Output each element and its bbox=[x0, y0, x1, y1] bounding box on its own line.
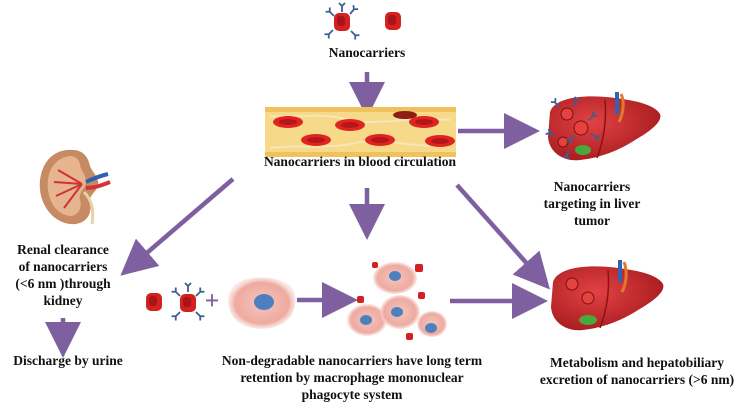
label-renal-line1: Renal clearance bbox=[17, 242, 109, 257]
label-blood-circulation: Nanocarriers in blood circulation bbox=[263, 154, 457, 169]
arrows bbox=[45, 72, 550, 358]
label-renal-clearance: Renal clearance of nanocarriers (<6 nm )… bbox=[15, 241, 110, 309]
macrophage-cluster-icon bbox=[347, 262, 447, 340]
label-discharge-urine: Discharge by urine bbox=[13, 353, 123, 368]
liver-icon bbox=[544, 92, 661, 161]
label-macrophage-line3: phagocyte system bbox=[301, 387, 403, 402]
blood-vessel-icon bbox=[265, 107, 456, 157]
label-macrophage-line1: Non-degradable nanocarriers have long te… bbox=[221, 353, 483, 368]
label-liver-tumor: Nanocarriers targeting in liver tumor bbox=[544, 178, 641, 229]
liver-metabolism-icon bbox=[551, 260, 664, 331]
label-renal-line3: (<6 nm )through bbox=[15, 276, 111, 291]
nanocarrier-pair-icon bbox=[146, 282, 206, 322]
label-metabolism: Metabolism and hepatobiliary excretion o… bbox=[540, 354, 734, 388]
macrophage-icon bbox=[228, 277, 296, 329]
label-liver-tumor-line1: Nanocarriers bbox=[553, 179, 631, 194]
label-renal-line4: kidney bbox=[43, 293, 83, 308]
label-metabolism-line2: excretion of nanocarriers (>6 nm) bbox=[539, 372, 735, 387]
label-liver-tumor-line3: tumor bbox=[573, 213, 610, 228]
plus-sign: + bbox=[204, 286, 220, 315]
arrow-to-kidney bbox=[120, 177, 235, 276]
nanocarrier-icon bbox=[323, 2, 401, 41]
arrow-to-liver-metabolism bbox=[455, 183, 550, 290]
kidney-icon bbox=[39, 149, 111, 225]
label-renal-line2: of nanocarriers bbox=[18, 259, 108, 274]
label-nanocarriers: Nanocarriers bbox=[328, 45, 406, 60]
label-macrophage-retention: Non-degradable nanocarriers have long te… bbox=[222, 352, 482, 403]
label-liver-tumor-line2: targeting in liver bbox=[543, 196, 641, 211]
label-metabolism-line1: Metabolism and hepatobiliary bbox=[549, 355, 724, 370]
label-macrophage-line2: retention by macrophage mononuclear bbox=[240, 370, 464, 385]
